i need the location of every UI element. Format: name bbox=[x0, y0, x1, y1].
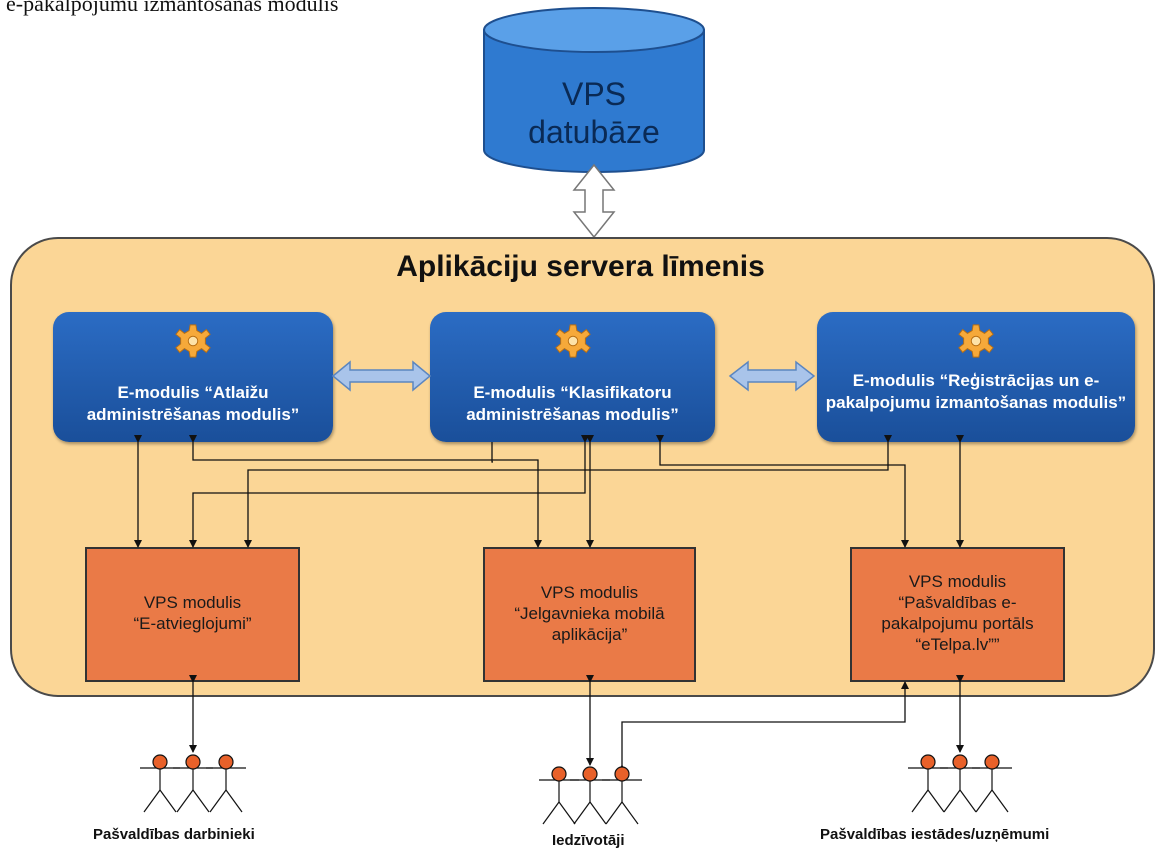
person-icon bbox=[940, 754, 980, 813]
person-icon bbox=[206, 754, 246, 813]
emodule-registration[interactable]: E-modulis “Reģistrācijas un e-pakalpojum… bbox=[817, 312, 1135, 442]
header-text: e-pakalpojumu izmantošanas modulis bbox=[6, 0, 339, 16]
vps-module-label: VPS modulis “Pašvaldības e- pakalpojumu … bbox=[881, 572, 1034, 654]
vps-module-etelpa[interactable]: VPS modulis “Pašvaldības e- pakalpojumu … bbox=[850, 547, 1065, 682]
gear-icon bbox=[175, 324, 211, 358]
database-cylinder bbox=[483, 7, 705, 173]
double-arrow-left bbox=[331, 360, 432, 392]
link-line bbox=[189, 435, 542, 548]
person-icon bbox=[602, 766, 642, 825]
emodule-label: E-modulis “Klasifikatoru administrēšanas… bbox=[466, 383, 679, 424]
link-line bbox=[244, 435, 892, 548]
vps-module-mobile-app[interactable]: VPS modulis “Jelgavnieka mobilā aplikāci… bbox=[483, 547, 696, 682]
user-group-label: Pašvaldības darbinieki bbox=[93, 826, 255, 843]
gear-icon bbox=[554, 324, 591, 358]
database-label-line2: datubāze bbox=[528, 114, 660, 150]
person-icon bbox=[908, 754, 948, 813]
link-line bbox=[618, 681, 909, 772]
gear-icon bbox=[958, 324, 994, 358]
person-icon bbox=[140, 754, 180, 813]
person-icon bbox=[173, 754, 213, 813]
double-arrow-right bbox=[728, 360, 816, 392]
user-group-employees bbox=[140, 754, 246, 813]
server-title: Aplikāciju servera līmenis bbox=[396, 250, 765, 283]
vps-module-label: VPS modulis “Jelgavnieka mobilā aplikāci… bbox=[514, 583, 665, 644]
person-icon bbox=[570, 766, 610, 825]
link-line bbox=[189, 435, 589, 548]
vps-module-e-atvieglojumi[interactable]: VPS modulis “E-atvieglojumi” bbox=[85, 547, 300, 682]
person-icon bbox=[972, 754, 1012, 813]
emodule-discounts[interactable]: E-modulis “Atlaižu administrēšanas modul… bbox=[53, 312, 333, 442]
link-line bbox=[491, 442, 493, 463]
database-label: VPS datubāze bbox=[484, 75, 704, 151]
vps-module-label: VPS modulis “E-atvieglojumi” bbox=[133, 593, 252, 633]
emodule-label: E-modulis “Atlaižu administrēšanas modul… bbox=[86, 383, 300, 424]
user-group-label: Pašvaldības iestādes/uzņēmumi bbox=[820, 826, 1050, 843]
user-group-residents bbox=[539, 766, 642, 825]
person-icon bbox=[539, 766, 579, 825]
database-label-line1: VPS bbox=[561, 76, 627, 112]
emodule-label: E-modulis “Reģistrācijas un e-pakalpojum… bbox=[825, 371, 1127, 412]
emodule-classifiers[interactable]: E-modulis “Klasifikatoru administrēšanas… bbox=[430, 312, 715, 442]
user-group-institutions bbox=[908, 754, 1012, 813]
link-line bbox=[656, 435, 909, 548]
user-group-label: Iedzīvotāji bbox=[552, 832, 625, 849]
